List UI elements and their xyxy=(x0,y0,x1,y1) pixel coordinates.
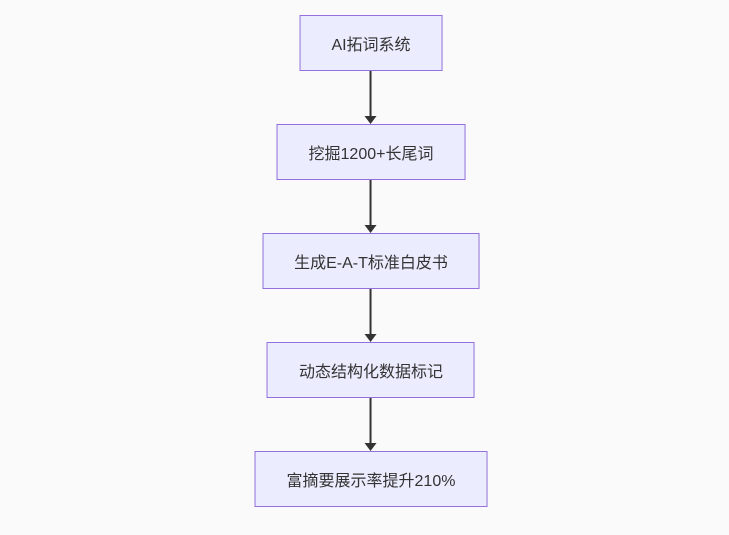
flow-node-eat-whitepaper: 生成E-A-T标准白皮书 xyxy=(262,233,480,289)
edge-line xyxy=(370,71,372,116)
arrow-down-icon xyxy=(365,443,377,451)
arrow-down-icon xyxy=(365,225,377,233)
flow-node-ai-word-expansion: AI拓词系统 xyxy=(299,15,443,71)
edge-line xyxy=(370,289,372,334)
flow-node-structured-data-markup: 动态结构化数据标记 xyxy=(266,342,475,398)
arrow-down-icon xyxy=(365,334,377,342)
flow-edge-4 xyxy=(365,398,377,451)
flow-edge-1 xyxy=(365,71,377,124)
flow-edge-2 xyxy=(365,180,377,233)
arrow-down-icon xyxy=(365,116,377,124)
flowchart: AI拓词系统 挖掘1200+长尾词 生成E-A-T标准白皮书 动态结构化数据标记… xyxy=(254,15,488,507)
flow-node-longtail-mining: 挖掘1200+长尾词 xyxy=(276,124,466,180)
edge-line xyxy=(370,180,372,225)
flow-node-rich-snippet-uplift: 富摘要展示率提升210% xyxy=(254,451,488,507)
flow-edge-3 xyxy=(365,289,377,342)
edge-line xyxy=(370,398,372,443)
